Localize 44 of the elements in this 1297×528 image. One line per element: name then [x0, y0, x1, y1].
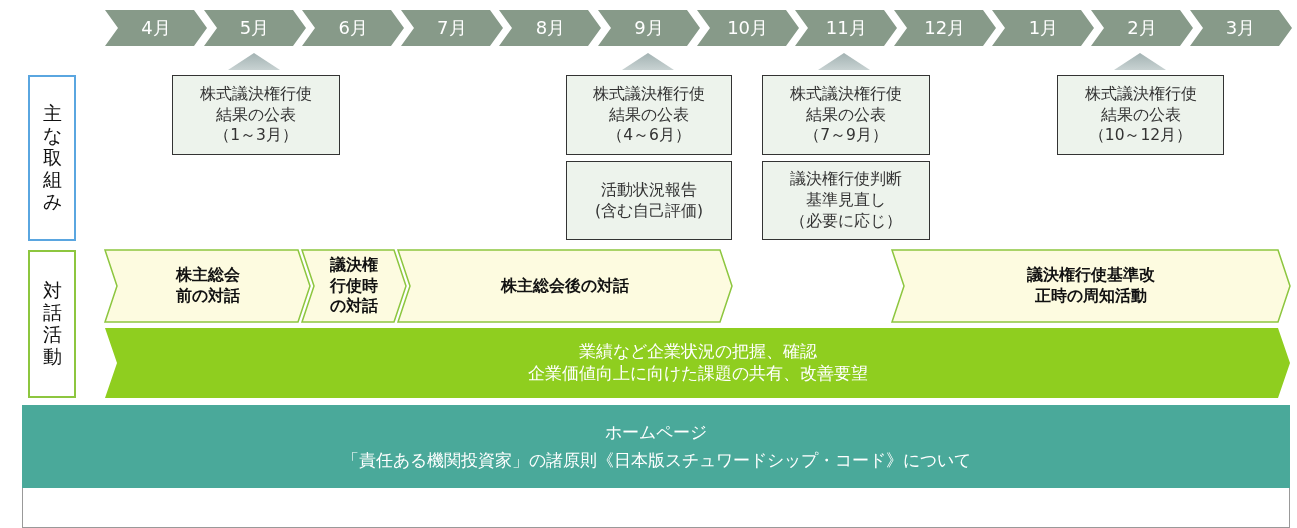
dialogue-text: 議決権行使時の対話 — [330, 254, 378, 318]
event-text: (含む自己評価) — [594, 200, 704, 222]
event-box — [1057, 75, 1224, 155]
event-box — [566, 75, 732, 155]
event-text: 活動状況報告 — [601, 179, 697, 201]
event-text: （10～12月） — [1088, 125, 1193, 147]
month-label: 8月 — [535, 16, 566, 40]
event-text: （1～3月） — [214, 125, 298, 147]
section-label-box — [28, 250, 76, 398]
event-text: （必要に応じ） — [790, 210, 902, 232]
section-label: 対話活動 — [42, 280, 62, 368]
dialogue-text: 株主総会後の対話 — [501, 275, 629, 297]
event-box — [762, 75, 930, 155]
banner — [22, 405, 1290, 488]
month-label: 5月 — [239, 16, 270, 40]
month-label: 2月 — [1127, 16, 1157, 40]
section-label: 主な取組み — [42, 103, 62, 213]
activity-text: 企業価値向上に向けた課題の共有、改善要望 — [527, 363, 868, 385]
event-text: 株式議決権行使結果の公表 — [592, 83, 706, 126]
banner-text: 「責任ある機関投資家」の諸原則《日本版スチュワードシップ・コード》について — [341, 448, 971, 472]
event-box — [566, 161, 732, 240]
event-text: 議決権行使判断基準見直し — [789, 169, 903, 211]
event-text: 株式議決権行使結果の公表 — [789, 83, 903, 126]
event-text: 株式議決権行使結果の公表 — [199, 83, 313, 126]
month-label: 9月 — [634, 16, 664, 40]
month-label: 6月 — [338, 16, 368, 40]
event-text: （7～9月） — [804, 125, 888, 147]
event-box — [762, 161, 930, 240]
event-text: 株式議決権行使結果の公表 — [1083, 83, 1198, 126]
month-label: 11月 — [825, 16, 867, 40]
month-label: 4月 — [141, 16, 171, 40]
event-box — [172, 75, 340, 155]
dialogue-text: 議決権行使基準改正時の周知活動 — [1027, 265, 1155, 307]
section-label-box — [28, 75, 76, 241]
activity-text: 業績など企業状況の把握、確認 — [578, 340, 817, 363]
month-label: 12月 — [924, 16, 966, 40]
month-label: 1月 — [1028, 16, 1059, 40]
month-label: 10月 — [727, 16, 769, 40]
event-text: （4～6月） — [607, 125, 691, 147]
month-label: 3月 — [1225, 16, 1256, 40]
dialogue-text: 株主総会前の対話 — [175, 265, 240, 307]
banner-text: ホームページ — [605, 421, 707, 445]
url-box — [22, 488, 1290, 528]
month-label: 7月 — [437, 16, 467, 40]
